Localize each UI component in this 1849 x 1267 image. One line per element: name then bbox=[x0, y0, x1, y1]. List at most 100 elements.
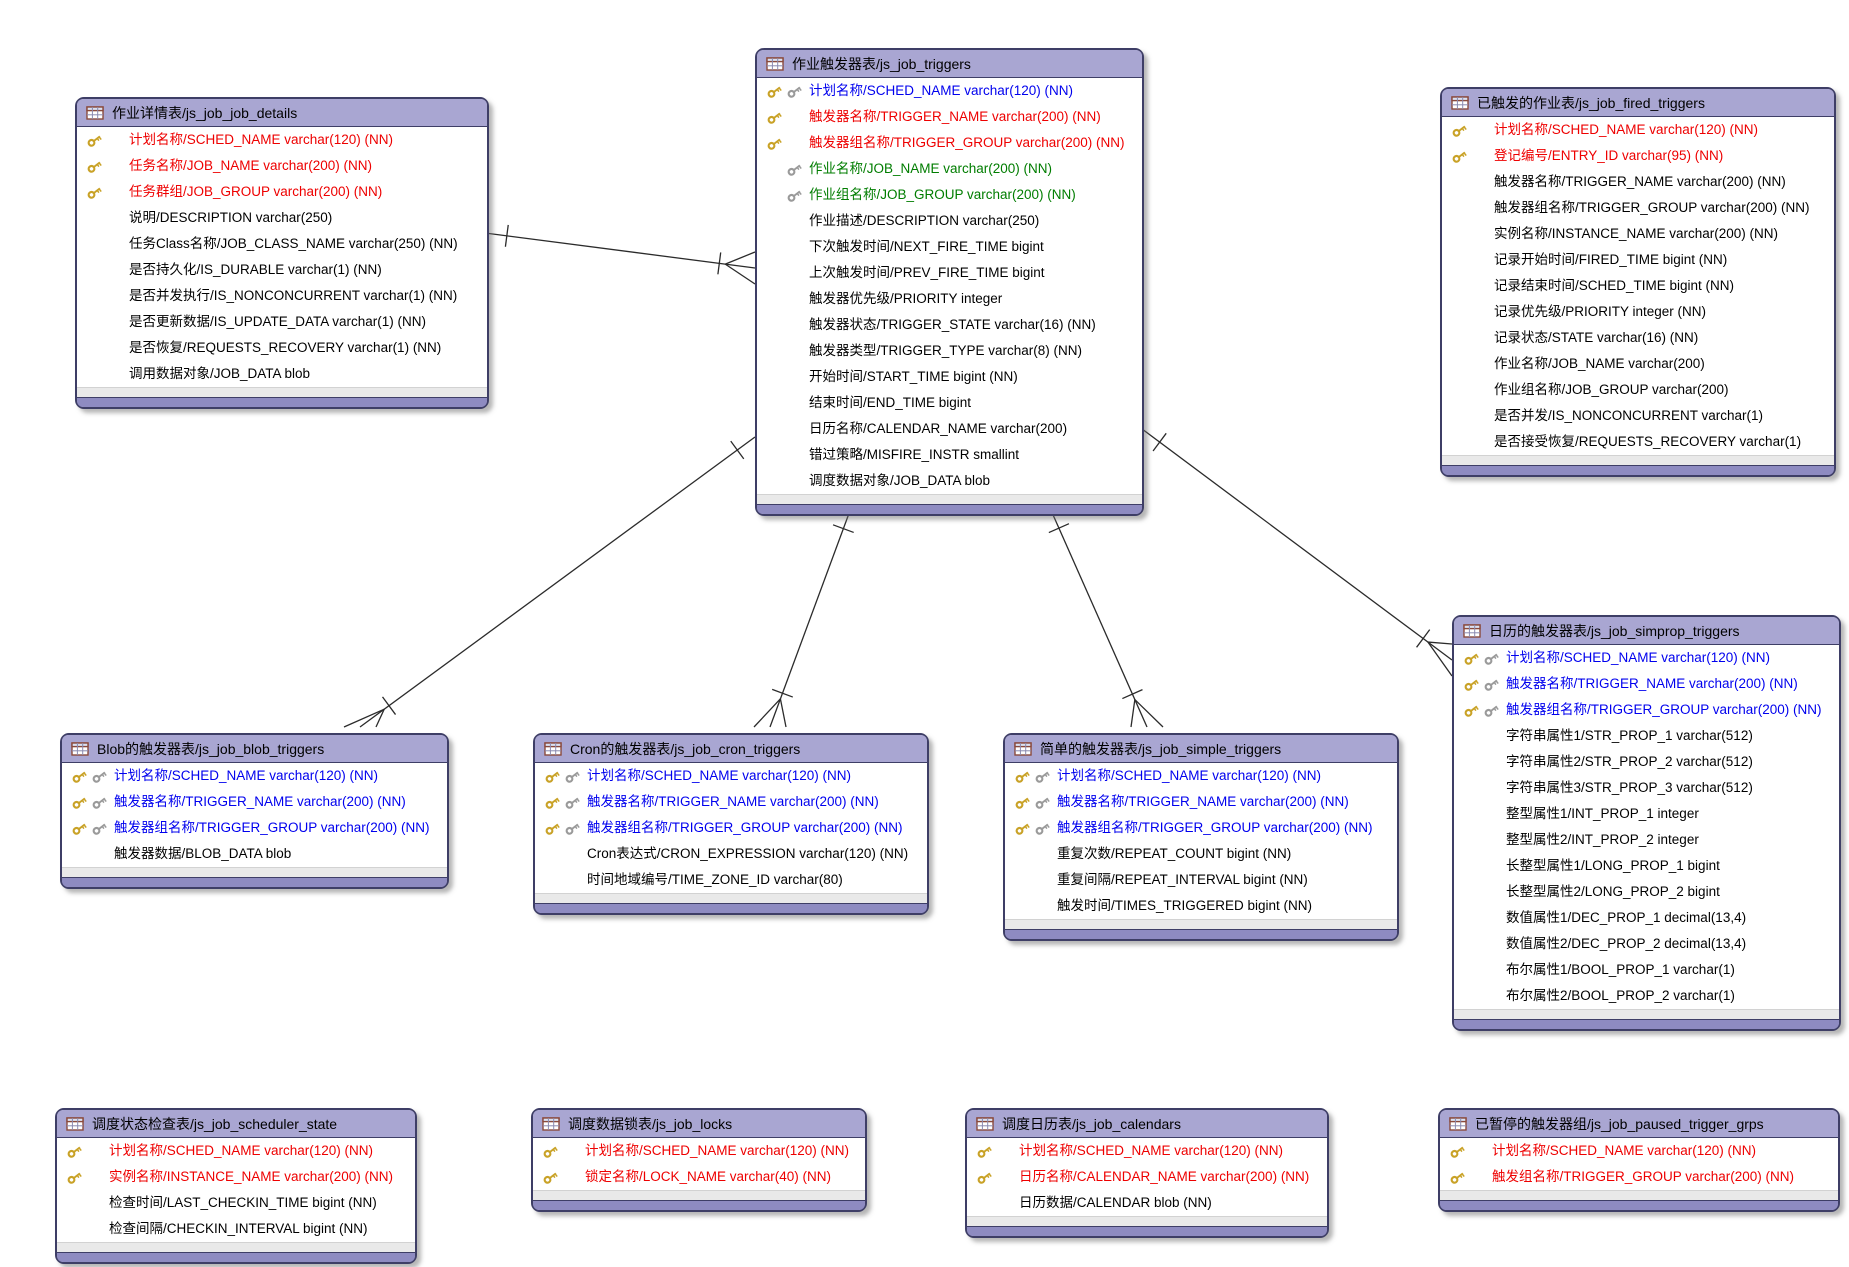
field-row[interactable]: 锁定名称/LOCK_NAME varchar(40) (NN) bbox=[533, 1164, 865, 1190]
field-row[interactable]: 实例名称/INSTANCE_NAME varchar(200) (NN) bbox=[1442, 221, 1834, 247]
field-row[interactable]: 触发器类型/TRIGGER_TYPE varchar(8) (NN) bbox=[757, 338, 1142, 364]
field-row[interactable]: 触发器名称/TRIGGER_NAME varchar(200) (NN) bbox=[535, 789, 927, 815]
entity-header[interactable]: 日历的触发器表/js_job_simprop_triggers bbox=[1454, 617, 1839, 645]
field-row[interactable]: 触发器名称/TRIGGER_NAME varchar(200) (NN) bbox=[757, 104, 1142, 130]
field-row[interactable]: 计划名称/SCHED_NAME varchar(120) (NN) bbox=[1442, 117, 1834, 143]
entity-header[interactable]: 已暂停的触发器组/js_job_paused_trigger_grps bbox=[1440, 1110, 1838, 1138]
entity-header[interactable]: 调度日历表/js_job_calendars bbox=[967, 1110, 1327, 1138]
entity-js_job_simprop_triggers[interactable]: 日历的触发器表/js_job_simprop_triggers 计划名称/SCH… bbox=[1452, 615, 1841, 1031]
relationship-connector[interactable] bbox=[1048, 507, 1164, 728]
relationship-connector[interactable] bbox=[1141, 428, 1453, 677]
field-row[interactable]: 重复间隔/REPEAT_INTERVAL bigint (NN) bbox=[1005, 867, 1397, 893]
field-row[interactable]: 上次触发时间/PREV_FIRE_TIME bigint bbox=[757, 260, 1142, 286]
entity-js_job_blob_triggers[interactable]: Blob的触发器表/js_job_blob_triggers 计划名称/SCHE… bbox=[60, 733, 449, 889]
field-row[interactable]: 触发时间/TIMES_TRIGGERED bigint (NN) bbox=[1005, 893, 1397, 919]
field-row[interactable]: 触发器组名称/TRIGGER_GROUP varchar(200) (NN) bbox=[1005, 815, 1397, 841]
entity-header[interactable]: Cron的触发器表/js_job_cron_triggers bbox=[535, 735, 927, 763]
entity-js_job_scheduler_state[interactable]: 调度状态检查表/js_job_scheduler_state 计划名称/SCHE… bbox=[55, 1108, 417, 1264]
field-row[interactable]: 触发器名称/TRIGGER_NAME varchar(200) (NN) bbox=[62, 789, 447, 815]
field-row[interactable]: 计划名称/SCHED_NAME varchar(120) (NN) bbox=[62, 763, 447, 789]
field-row[interactable]: 下次触发时间/NEXT_FIRE_TIME bigint bbox=[757, 234, 1142, 260]
field-row[interactable]: 说明/DESCRIPTION varchar(250) bbox=[77, 205, 487, 231]
entity-header[interactable]: 作业详情表/js_job_job_details bbox=[77, 99, 487, 127]
field-row[interactable]: 作业描述/DESCRIPTION varchar(250) bbox=[757, 208, 1142, 234]
field-row[interactable]: 重复次数/REPEAT_COUNT bigint (NN) bbox=[1005, 841, 1397, 867]
field-row[interactable]: 长整型属性2/LONG_PROP_2 bigint bbox=[1454, 879, 1839, 905]
field-row[interactable]: 作业名称/JOB_NAME varchar(200) (NN) bbox=[757, 156, 1142, 182]
field-row[interactable]: 作业名称/JOB_NAME varchar(200) bbox=[1442, 351, 1834, 377]
field-row[interactable]: 记录结束时间/SCHED_TIME bigint (NN) bbox=[1442, 273, 1834, 299]
field-row[interactable]: 触发器名称/TRIGGER_NAME varchar(200) (NN) bbox=[1454, 671, 1839, 697]
field-row[interactable]: 是否并发执行/IS_NONCONCURRENT varchar(1) (NN) bbox=[77, 283, 487, 309]
field-row[interactable]: 任务名称/JOB_NAME varchar(200) (NN) bbox=[77, 153, 487, 179]
entity-header[interactable]: 调度状态检查表/js_job_scheduler_state bbox=[57, 1110, 415, 1138]
field-row[interactable]: 是否持久化/IS_DURABLE varchar(1) (NN) bbox=[77, 257, 487, 283]
field-row[interactable]: 数值属性2/DEC_PROP_2 decimal(13,4) bbox=[1454, 931, 1839, 957]
field-row[interactable]: 触发器组名称/TRIGGER_GROUP varchar(200) (NN) bbox=[757, 130, 1142, 156]
field-row[interactable]: 计划名称/SCHED_NAME varchar(120) (NN) bbox=[77, 127, 487, 153]
entity-js_job_paused_trigger_grps[interactable]: 已暂停的触发器组/js_job_paused_trigger_grps 计划名称… bbox=[1438, 1108, 1840, 1212]
field-row[interactable]: 任务群组/JOB_GROUP varchar(200) (NN) bbox=[77, 179, 487, 205]
field-row[interactable]: 调度数据对象/JOB_DATA blob bbox=[757, 468, 1142, 494]
field-row[interactable]: 计划名称/SCHED_NAME varchar(120) (NN) bbox=[757, 78, 1142, 104]
field-row[interactable]: 触发器名称/TRIGGER_NAME varchar(200) (NN) bbox=[1005, 789, 1397, 815]
field-row[interactable]: 布尔属性1/BOOL_PROP_1 varchar(1) bbox=[1454, 957, 1839, 983]
field-row[interactable]: 计划名称/SCHED_NAME varchar(120) (NN) bbox=[1005, 763, 1397, 789]
field-row[interactable]: 时间地域编号/TIME_ZONE_ID varchar(80) bbox=[535, 867, 927, 893]
field-row[interactable]: 长整型属性1/LONG_PROP_1 bigint bbox=[1454, 853, 1839, 879]
field-row[interactable]: 触发器数据/BLOB_DATA blob bbox=[62, 841, 447, 867]
field-row[interactable]: Cron表达式/CRON_EXPRESSION varchar(120) (NN… bbox=[535, 841, 927, 867]
field-row[interactable]: 字符串属性3/STR_PROP_3 varchar(512) bbox=[1454, 775, 1839, 801]
field-row[interactable]: 开始时间/START_TIME bigint (NN) bbox=[757, 364, 1142, 390]
entity-header[interactable]: 简单的触发器表/js_job_simple_triggers bbox=[1005, 735, 1397, 763]
field-row[interactable]: 作业组名称/JOB_GROUP varchar(200) bbox=[1442, 377, 1834, 403]
entity-js_job_cron_triggers[interactable]: Cron的触发器表/js_job_cron_triggers 计划名称/SCHE… bbox=[533, 733, 929, 915]
field-row[interactable]: 触发器组名称/TRIGGER_GROUP varchar(200) (NN) bbox=[1442, 195, 1834, 221]
field-row[interactable]: 调用数据对象/JOB_DATA blob bbox=[77, 361, 487, 387]
field-row[interactable]: 任务Class名称/JOB_CLASS_NAME varchar(250) (N… bbox=[77, 231, 487, 257]
field-row[interactable]: 是否并发/IS_NONCONCURRENT varchar(1) bbox=[1442, 403, 1834, 429]
entity-header[interactable]: 已触发的作业表/js_job_fired_triggers bbox=[1442, 89, 1834, 117]
field-row[interactable]: 是否接受恢复/REQUESTS_RECOVERY varchar(1) bbox=[1442, 429, 1834, 455]
field-row[interactable]: 计划名称/SCHED_NAME varchar(120) (NN) bbox=[967, 1138, 1327, 1164]
field-row[interactable]: 计划名称/SCHED_NAME varchar(120) (NN) bbox=[533, 1138, 865, 1164]
field-row[interactable]: 触发组名称/TRIGGER_GROUP varchar(200) (NN) bbox=[1440, 1164, 1838, 1190]
field-row[interactable]: 触发器优先级/PRIORITY integer bbox=[757, 286, 1142, 312]
field-row[interactable]: 结束时间/END_TIME bigint bbox=[757, 390, 1142, 416]
field-row[interactable]: 触发器组名称/TRIGGER_GROUP varchar(200) (NN) bbox=[535, 815, 927, 841]
field-row[interactable]: 触发器组名称/TRIGGER_GROUP varchar(200) (NN) bbox=[1454, 697, 1839, 723]
field-row[interactable]: 登记编号/ENTRY_ID varchar(95) (NN) bbox=[1442, 143, 1834, 169]
field-row[interactable]: 日历数据/CALENDAR blob (NN) bbox=[967, 1190, 1327, 1216]
field-row[interactable]: 触发器组名称/TRIGGER_GROUP varchar(200) (NN) bbox=[62, 815, 447, 841]
field-row[interactable]: 日历名称/CALENDAR_NAME varchar(200) (NN) bbox=[967, 1164, 1327, 1190]
entity-js_job_fired_triggers[interactable]: 已触发的作业表/js_job_fired_triggers 计划名称/SCHED… bbox=[1440, 87, 1836, 477]
field-row[interactable]: 计划名称/SCHED_NAME varchar(120) (NN) bbox=[1454, 645, 1839, 671]
entity-header[interactable]: Blob的触发器表/js_job_blob_triggers bbox=[62, 735, 447, 763]
field-row[interactable]: 检查时间/LAST_CHECKIN_TIME bigint (NN) bbox=[57, 1190, 415, 1216]
relationship-connector[interactable] bbox=[484, 224, 756, 285]
field-row[interactable]: 触发器状态/TRIGGER_STATE varchar(16) (NN) bbox=[757, 312, 1142, 338]
field-row[interactable]: 是否恢复/REQUESTS_RECOVERY varchar(1) (NN) bbox=[77, 335, 487, 361]
relationship-connector[interactable] bbox=[753, 507, 854, 728]
field-row[interactable]: 触发器名称/TRIGGER_NAME varchar(200) (NN) bbox=[1442, 169, 1834, 195]
field-row[interactable]: 字符串属性1/STR_PROP_1 varchar(512) bbox=[1454, 723, 1839, 749]
field-row[interactable]: 检查间隔/CHECKIN_INTERVAL bigint (NN) bbox=[57, 1216, 415, 1242]
field-row[interactable]: 是否更新数据/IS_UPDATE_DATA varchar(1) (NN) bbox=[77, 309, 487, 335]
field-row[interactable]: 计划名称/SCHED_NAME varchar(120) (NN) bbox=[535, 763, 927, 789]
field-row[interactable]: 计划名称/SCHED_NAME varchar(120) (NN) bbox=[57, 1138, 415, 1164]
entity-header[interactable]: 作业触发器表/js_job_triggers bbox=[757, 50, 1142, 78]
field-row[interactable]: 记录开始时间/FIRED_TIME bigint (NN) bbox=[1442, 247, 1834, 273]
field-row[interactable]: 整型属性1/INT_PROP_1 integer bbox=[1454, 801, 1839, 827]
field-row[interactable]: 字符串属性2/STR_PROP_2 varchar(512) bbox=[1454, 749, 1839, 775]
entity-js_job_job_details[interactable]: 作业详情表/js_job_job_details 计划名称/SCHED_NAME… bbox=[75, 97, 489, 409]
field-row[interactable]: 实例名称/INSTANCE_NAME varchar(200) (NN) bbox=[57, 1164, 415, 1190]
entity-js_job_triggers[interactable]: 作业触发器表/js_job_triggers 计划名称/SCHED_NAME v… bbox=[755, 48, 1144, 516]
field-row[interactable]: 数值属性1/DEC_PROP_1 decimal(13,4) bbox=[1454, 905, 1839, 931]
field-row[interactable]: 错过策略/MISFIRE_INSTR smallint bbox=[757, 442, 1142, 468]
entity-header[interactable]: 调度数据锁表/js_job_locks bbox=[533, 1110, 865, 1138]
entity-js_job_calendars[interactable]: 调度日历表/js_job_calendars 计划名称/SCHED_NAME v… bbox=[965, 1108, 1329, 1238]
field-row[interactable]: 记录状态/STATE varchar(16) (NN) bbox=[1442, 325, 1834, 351]
entity-js_job_locks[interactable]: 调度数据锁表/js_job_locks 计划名称/SCHED_NAME varc… bbox=[531, 1108, 867, 1212]
field-row[interactable]: 作业组名称/JOB_GROUP varchar(200) (NN) bbox=[757, 182, 1142, 208]
field-row[interactable]: 日历名称/CALENDAR_NAME varchar(200) bbox=[757, 416, 1142, 442]
